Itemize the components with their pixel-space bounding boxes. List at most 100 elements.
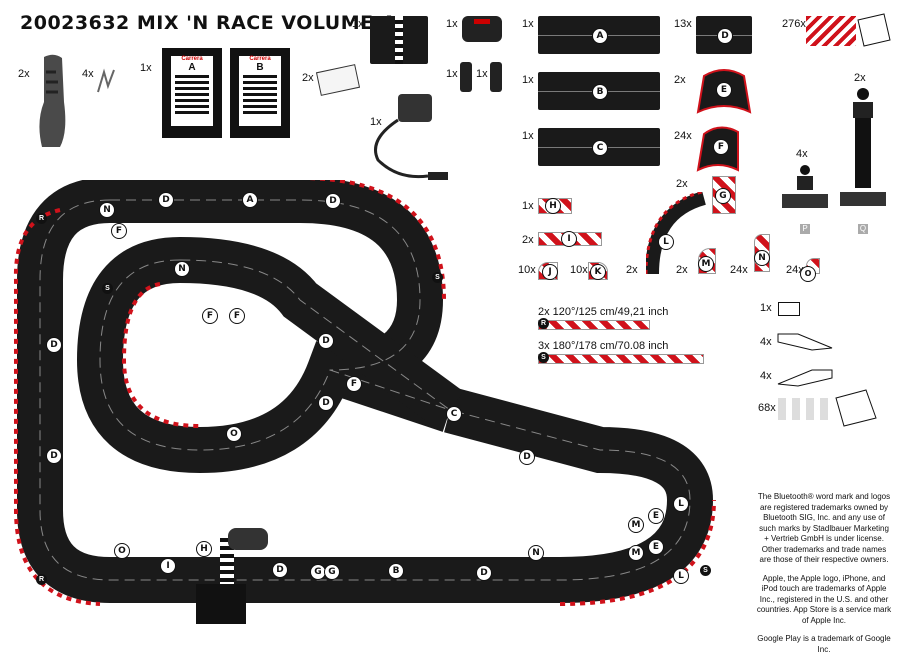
- bridge-qty: 1x: [760, 302, 772, 314]
- legal-bluetooth: The Bluetooth® word mark and logos are r…: [757, 492, 891, 564]
- power-supply-icon: [374, 94, 448, 180]
- ramp-up-icon: [777, 369, 833, 387]
- clip-qty: 68x: [758, 402, 776, 414]
- curve-f-qty: 24x: [674, 130, 692, 142]
- layout-s-marker-1: S: [432, 272, 443, 283]
- controller-icon: [39, 54, 66, 147]
- page-title: 20023632 MIX 'N RACE VOLUME 4: [20, 12, 395, 34]
- lane-change-b-track: B: [538, 72, 660, 110]
- kerb-s-text: 3x 180°/178 cm/70.08 inch: [538, 340, 669, 352]
- piece-label-f: F: [713, 139, 729, 155]
- straight-d-qty: 13x: [674, 18, 692, 30]
- piece-label-m: M: [698, 256, 714, 272]
- sticker-qty: 276x: [782, 18, 806, 30]
- lap-counter-b: Carrera B: [230, 48, 290, 138]
- layout-s-marker-2: S: [102, 283, 113, 294]
- layout-label-o-2: O: [114, 543, 130, 559]
- controller-qty: 2x: [18, 68, 30, 80]
- battery-qty: 2x: [302, 72, 314, 84]
- straight-d-track: D: [696, 16, 752, 54]
- layout-label-d-4: D: [46, 448, 62, 464]
- lap-counter-a-label: A: [188, 62, 196, 73]
- ramp-qty-2: 4x: [760, 370, 772, 382]
- piece-label-a: A: [592, 28, 608, 44]
- piece-label-h: H: [545, 198, 561, 214]
- lane-change-c-qty: 1x: [522, 130, 534, 142]
- layout-label-l-2: L: [673, 568, 689, 584]
- ramp-down-icon: [777, 333, 833, 351]
- layout-label-b: B: [388, 563, 404, 579]
- connection-track-icon: [370, 16, 428, 64]
- piece-label-g: G: [715, 188, 731, 204]
- layout-label-l-1: L: [673, 496, 689, 512]
- curve-e-qty: 2x: [674, 74, 686, 86]
- handset-qty-2: 1x: [476, 68, 488, 80]
- power-supply-qty: 1x: [370, 116, 382, 128]
- lap-counter-b-label: B: [256, 62, 264, 73]
- layout-label-i-1: I: [160, 558, 176, 574]
- layout-label-o-1: O: [226, 426, 242, 442]
- piece-l-qty: 2x: [626, 264, 638, 276]
- support-qty-top: 2x: [854, 72, 866, 84]
- support-qty-4x: 4x: [796, 148, 808, 160]
- layout-label-d-7: D: [318, 333, 334, 349]
- piece-o-qty: 24x: [786, 264, 804, 276]
- piece-m-qty: 2x: [676, 264, 688, 276]
- handset-icon-1: [460, 62, 472, 92]
- piece-label-e: E: [716, 82, 732, 98]
- lap-counter-brand-b: Carrera: [249, 56, 271, 62]
- layout-r-marker-bottom: R: [36, 574, 47, 585]
- piece-label-k: K: [590, 264, 606, 280]
- piece-i-qty: 2x: [522, 234, 534, 246]
- layout-label-m-1: M: [628, 517, 644, 533]
- support-q-icon: [840, 88, 886, 206]
- piece-h-qty: 1x: [522, 200, 534, 212]
- piece-label-d: D: [717, 28, 733, 44]
- bridge-icon: [778, 302, 800, 316]
- lane-change-b-qty: 1x: [522, 74, 534, 86]
- layout-label-e-1: E: [648, 508, 664, 524]
- piece-label-n: N: [754, 250, 770, 266]
- layout-label-a: A: [242, 192, 258, 208]
- layout-label-d-6: D: [476, 565, 492, 581]
- connection-track-qty: 1x: [352, 18, 364, 30]
- legal-notice: The Bluetooth® word mark and logos are r…: [756, 492, 892, 663]
- layout-label-c: C: [446, 406, 462, 422]
- clip-icon: [778, 398, 834, 420]
- track-layout-diagram: [13, 180, 716, 606]
- control-unit-placement: [228, 528, 268, 550]
- layout-label-f-4: F: [202, 308, 218, 324]
- start-finish-line: [220, 534, 234, 596]
- layout-label-d-9: D: [519, 449, 535, 465]
- handset-icon-2: [490, 62, 502, 92]
- layout-label-f-1: F: [111, 223, 127, 239]
- battery-icon: [315, 64, 361, 96]
- bag-icon: [857, 13, 891, 47]
- layout-label-n-2: N: [174, 261, 190, 277]
- control-unit-icon: [462, 16, 502, 42]
- support-p-icon: [782, 165, 828, 208]
- piece-g-qty: 2x: [676, 178, 688, 190]
- lane-change-c-track: C: [538, 128, 660, 166]
- layout-label-n-1: N: [99, 202, 115, 218]
- layout-label-h: H: [196, 541, 212, 557]
- sticker-icon: [806, 16, 856, 46]
- layout-label-d-8: D: [318, 395, 334, 411]
- lap-counter-a: Carrera A: [162, 48, 222, 138]
- piece-label-i: I: [561, 231, 577, 247]
- lane-change-a-track: A: [538, 16, 660, 54]
- layout-label-n-3: N: [528, 545, 544, 561]
- layout-label-d-2: D: [325, 193, 341, 209]
- layout-label-g-2: G: [324, 564, 340, 580]
- lane-change-a-qty: 1x: [522, 18, 534, 30]
- piece-l-kerb: [646, 192, 707, 275]
- kerb-r-symbol: R: [538, 318, 549, 329]
- layout-label-f-3: F: [229, 308, 245, 324]
- support-q-label: Q: [858, 224, 868, 234]
- piece-label-j: J: [542, 264, 558, 280]
- piece-label-c: C: [592, 140, 608, 156]
- layout-label-d-1: D: [158, 192, 174, 208]
- guide-keel-icon: [97, 68, 115, 93]
- piece-label-l: L: [658, 234, 674, 250]
- handset-qty-1: 1x: [446, 68, 458, 80]
